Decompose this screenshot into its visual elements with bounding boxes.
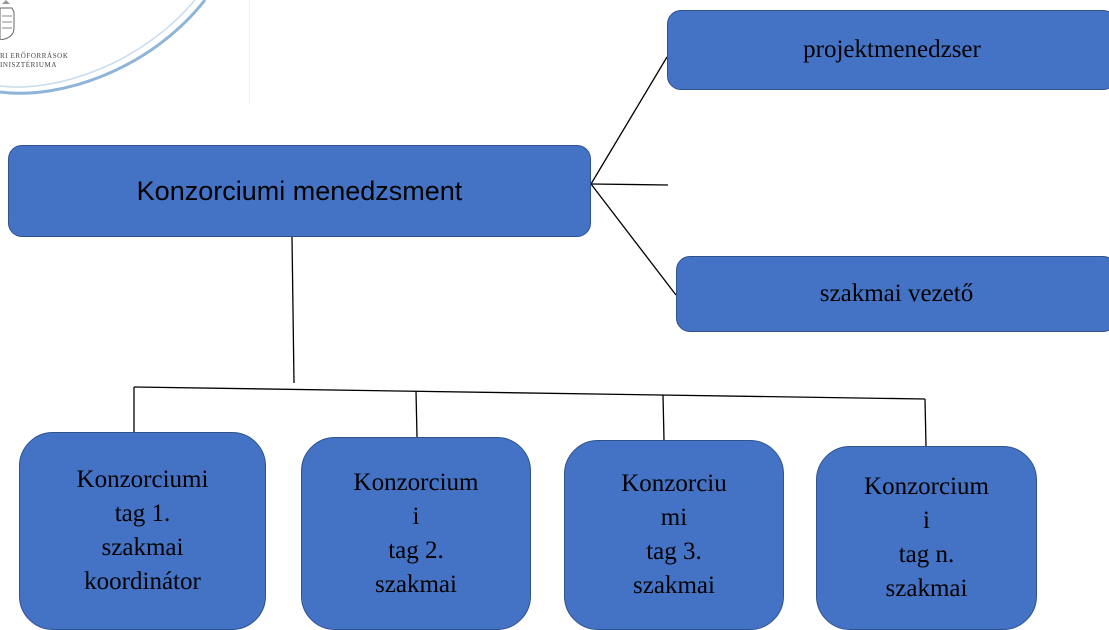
member-box-1: Konzorciumi tag 1. szakmai koordinátor bbox=[19, 432, 266, 630]
logo-arc bbox=[0, 0, 207, 95]
szakmai-vezeto-label: szakmai vezető bbox=[819, 280, 974, 307]
connector-to-member-3 bbox=[662, 394, 665, 441]
projektmenedzser-label: projektmenedzser bbox=[803, 36, 981, 63]
konzorciumi-menedzsment-label: Konzorciumi menedzsment bbox=[136, 175, 463, 206]
szakmai-vezeto-box: szakmai vezető bbox=[676, 256, 1109, 332]
projektmenedzser-box: projektmenedzser bbox=[667, 10, 1109, 90]
konzorciumi-menedzsment-box: Konzorciumi menedzsment bbox=[8, 145, 591, 237]
coat-of-arms-icon bbox=[0, 0, 15, 40]
logo-text-line2: INISZTÉRIUMA bbox=[0, 61, 57, 69]
member-label-1: Konzorciumi tag 1. szakmai koordinátor bbox=[76, 466, 209, 595]
member-label-4: Konzorcium i tag n. szakmai bbox=[864, 473, 989, 602]
connector-root-to-middle bbox=[590, 183, 669, 186]
member-label-2: Konzorcium i tag 2. szakmai bbox=[353, 468, 479, 598]
member-label-3: Konzorciu mi tag 3. szakmai bbox=[621, 470, 727, 599]
logo-arc-inner bbox=[0, 0, 196, 88]
connector-root-down bbox=[291, 236, 295, 384]
connector-root-to-bottom-right bbox=[590, 183, 677, 296]
member-box-4: Konzorcium i tag n. szakmai bbox=[816, 446, 1037, 630]
connector-to-member-2 bbox=[415, 390, 418, 438]
member-box-2: Konzorcium i tag 2. szakmai bbox=[301, 437, 531, 630]
connector-horizontal-bus bbox=[133, 386, 926, 400]
connector-to-member-4 bbox=[924, 398, 927, 447]
ministry-logo: RI ERŐFORRÁSOK INISZTÉRIUMA bbox=[0, 0, 251, 105]
logo-text-line1: RI ERŐFORRÁSOK bbox=[0, 52, 69, 60]
connector-root-to-top-right bbox=[590, 56, 668, 185]
member-box-3: Konzorciu mi tag 3. szakmai bbox=[564, 440, 784, 630]
